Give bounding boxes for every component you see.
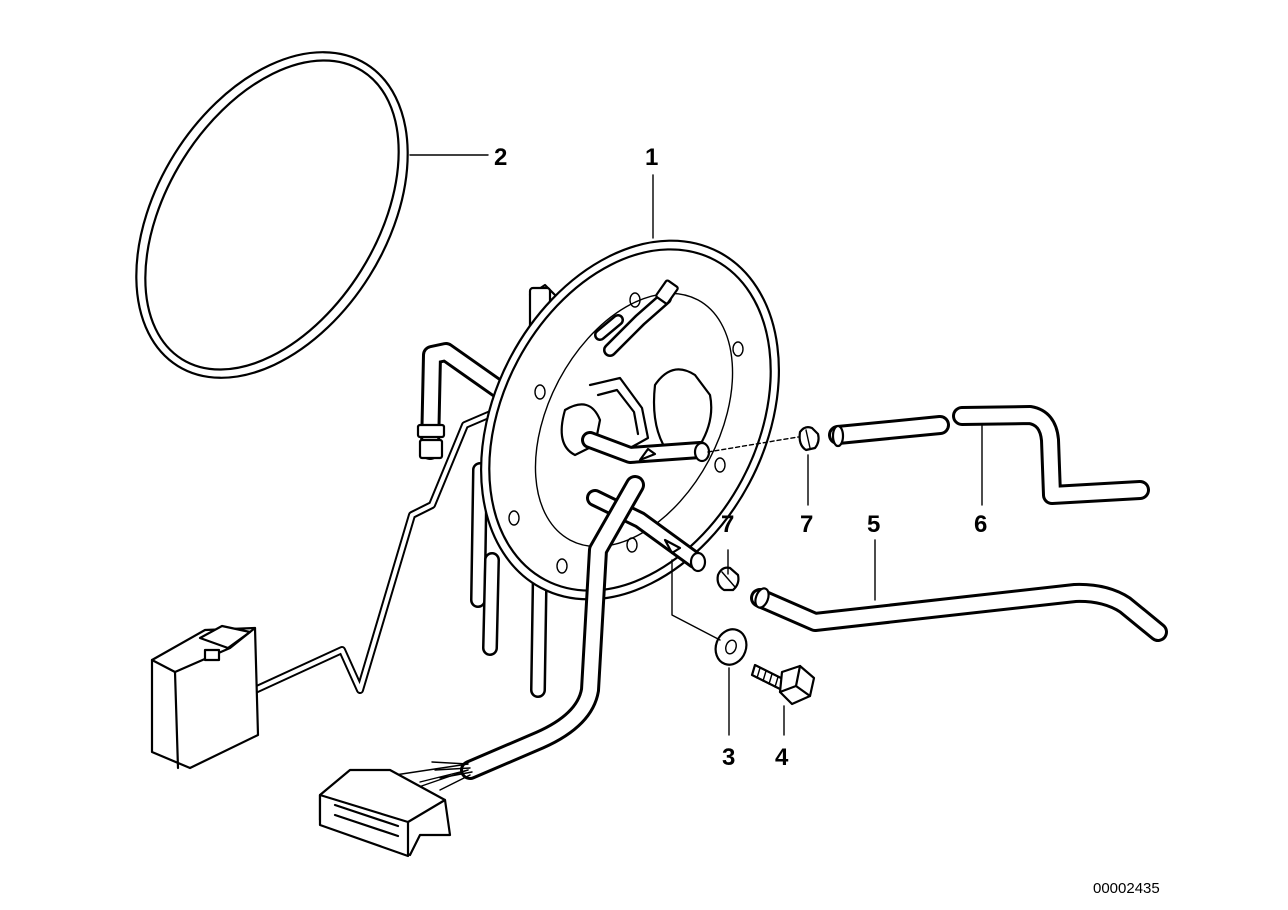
top-connectors: [594, 279, 679, 357]
callout-7-upper: 7: [800, 511, 813, 538]
float-arm: [251, 406, 504, 694]
hose-clamp-upper: [798, 426, 820, 452]
o-ring-seal: [135, 51, 409, 379]
washer: [714, 628, 748, 666]
image-reference-number: 00002435: [1093, 880, 1160, 897]
callout-1: 1: [645, 144, 658, 171]
callout-2: 2: [494, 144, 507, 171]
float: [150, 624, 260, 770]
pump-housing: [560, 368, 713, 573]
callout-3: 3: [722, 744, 735, 771]
flange-plate: [480, 239, 780, 601]
fuel-line: [750, 582, 1168, 642]
callout-6: 6: [974, 511, 987, 538]
leader-lines: [409, 154, 983, 736]
callout-labels: 1 2 3 4 5 6 7 7: [494, 144, 987, 771]
callout-5: 5: [867, 511, 880, 538]
suction-pipe: [416, 342, 510, 460]
bolt: [750, 663, 816, 706]
hose-clamp-lower: [716, 566, 740, 592]
callout-4: 4: [775, 744, 789, 771]
electrical-connector: [318, 768, 452, 858]
fuel-hose: [828, 405, 1150, 505]
callout-7-lower: 7: [721, 511, 734, 538]
